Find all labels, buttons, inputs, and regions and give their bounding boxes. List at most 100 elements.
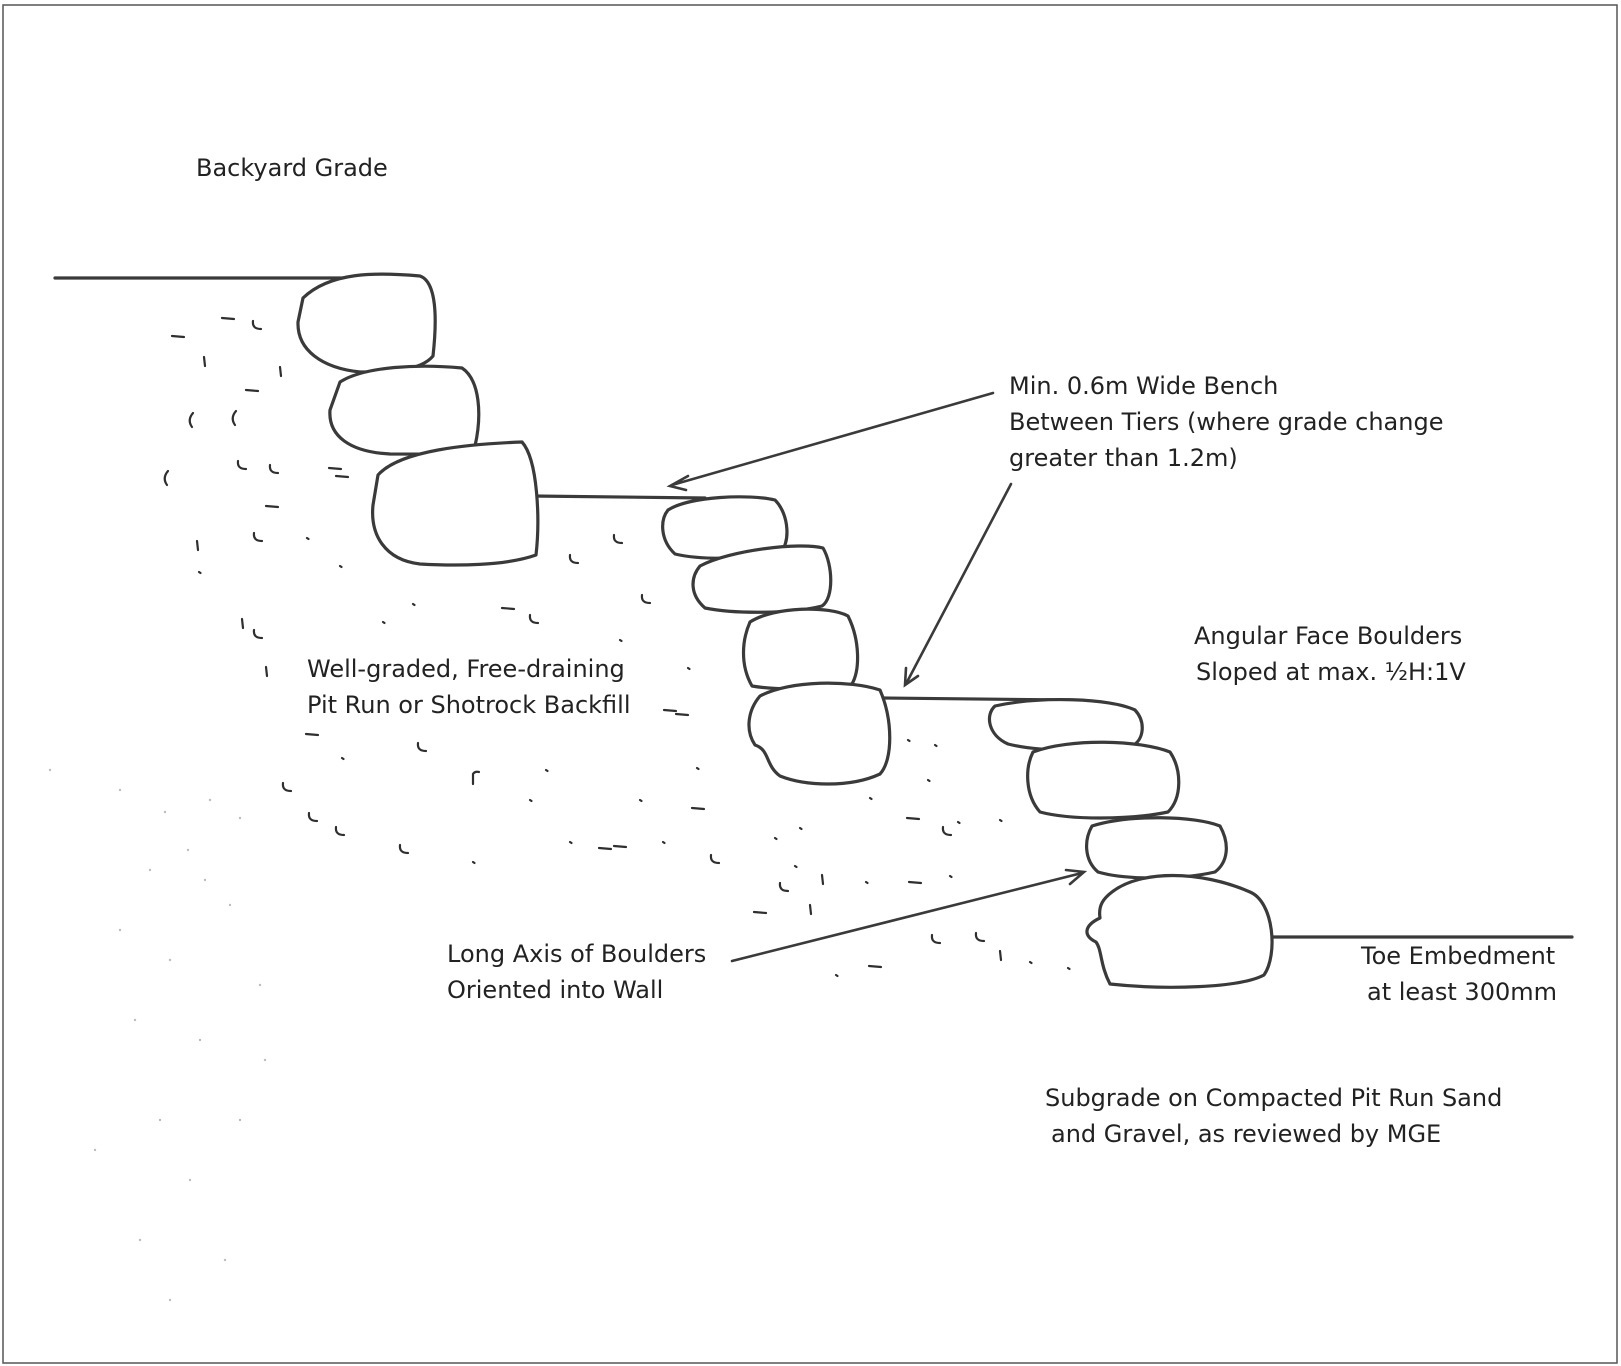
backfill-speck xyxy=(197,570,202,575)
scan-noise-dot xyxy=(198,1038,202,1042)
label-bench-line3: greater than 1.2m) xyxy=(1009,444,1238,472)
label-bench: Min. 0.6m Wide Bench Between Tiers (wher… xyxy=(1009,372,1443,472)
backfill-speck xyxy=(773,836,778,841)
scan-noise-dot xyxy=(228,903,232,907)
backfill-speck xyxy=(690,806,706,811)
backfill-speck xyxy=(709,853,721,865)
backfill-speck xyxy=(926,778,931,783)
backfill-speck xyxy=(686,666,691,671)
label-face-line1: Angular Face Boulders xyxy=(1194,622,1462,650)
backfill-speck xyxy=(778,881,790,893)
scan-noise-dot xyxy=(258,983,262,987)
boulder xyxy=(296,272,437,374)
label-bench-line1: Min. 0.6m Wide Bench xyxy=(1009,372,1278,400)
label-subgrade-line2: and Gravel, as reviewed by MGE xyxy=(1051,1120,1441,1148)
scan-noise-dot xyxy=(138,1238,142,1242)
boulder xyxy=(371,440,540,567)
backfill-speck xyxy=(941,825,953,837)
backfill-speck xyxy=(695,766,700,771)
backfill-speck xyxy=(170,334,186,339)
scan-noise-dot xyxy=(238,1118,242,1122)
backfill-speck xyxy=(808,903,813,916)
backfill-speck xyxy=(471,770,481,786)
backfill-speck xyxy=(236,459,248,471)
backfill-speck xyxy=(864,880,869,885)
backfill-speck xyxy=(568,840,573,845)
upper-tier xyxy=(296,272,540,567)
backfill-speck xyxy=(471,860,476,865)
page-frame xyxy=(2,4,1618,1364)
long-axis-arrow xyxy=(730,868,1088,963)
backfill-speck xyxy=(640,593,652,605)
backfill-speck xyxy=(618,638,623,643)
scan-noise-dot xyxy=(208,798,212,802)
scan-noise-dot xyxy=(188,1178,192,1182)
backfill-speck xyxy=(252,531,264,543)
backfill-speck xyxy=(568,553,580,565)
backfill-speck xyxy=(752,910,768,915)
label-backfill-line2: Pit Run or Shotrock Backfill xyxy=(307,691,630,719)
label-axis-line2: Oriented into Wall xyxy=(447,976,663,1004)
boulder xyxy=(741,607,860,691)
backfill-speck xyxy=(398,843,410,855)
label-backfill-line1: Well-graded, Free-draining xyxy=(307,655,625,683)
backfill-speck xyxy=(998,949,1003,962)
backfill-speck xyxy=(528,798,533,803)
scan-noise-dot xyxy=(168,958,172,962)
backfill-speck xyxy=(240,617,245,630)
scan-noise-dot xyxy=(168,1298,172,1302)
backfill-speck xyxy=(868,796,873,801)
backfill-speck xyxy=(930,933,942,945)
backfill-speck xyxy=(597,846,613,851)
label-face-line2: Sloped at max. ½H:1V xyxy=(1196,658,1466,686)
boulder xyxy=(691,544,833,614)
scan-noise-dot xyxy=(93,1148,97,1152)
backfill-speck xyxy=(278,365,283,378)
backfill-speck xyxy=(1028,960,1033,965)
scan-noise-dot xyxy=(223,1258,227,1262)
backfill-speck xyxy=(307,811,319,823)
bench-arrow-1 xyxy=(666,391,995,492)
backfill-speck xyxy=(304,732,320,737)
label-subgrade: Subgrade on Compacted Pit Run Sand and G… xyxy=(1045,1084,1502,1148)
boulder xyxy=(1026,740,1181,820)
backfill-speck xyxy=(834,973,839,978)
backfill-speck xyxy=(251,319,263,331)
backfill-speck xyxy=(220,316,236,321)
backfill-speck xyxy=(798,826,803,831)
scan-noise-dot xyxy=(203,878,207,882)
scan-noise-dot xyxy=(118,928,122,932)
backfill-speck xyxy=(661,840,666,845)
middle-tier xyxy=(661,495,892,786)
scan-noise-dot xyxy=(133,1018,137,1022)
backfill-speck xyxy=(411,602,416,607)
label-face-boulders: Angular Face Boulders Sloped at max. ½H:… xyxy=(1194,622,1466,686)
backfill-speck xyxy=(338,564,343,569)
boulder xyxy=(328,364,481,456)
backfill-speck xyxy=(674,712,690,717)
label-backfill: Well-graded, Free-draining Pit Run or Sh… xyxy=(307,655,630,719)
backfill-speck xyxy=(612,844,628,849)
backfill-speck xyxy=(334,825,346,837)
label-subgrade-line1: Subgrade on Compacted Pit Run Sand xyxy=(1045,1084,1502,1112)
backfill-speck xyxy=(340,756,345,761)
label-axis-line1: Long Axis of Boulders xyxy=(447,940,706,968)
backfill-speck xyxy=(264,504,280,509)
backfill-speck xyxy=(381,620,386,625)
backfill-speck xyxy=(327,466,343,471)
scan-noise-dot xyxy=(186,848,190,852)
backfill-speck xyxy=(268,463,280,475)
label-toe-embedment: Toe Embedment at least 300mm xyxy=(1360,942,1557,1006)
label-backyard-grade: Backyard Grade xyxy=(196,154,388,182)
backfill-speck xyxy=(933,743,938,748)
backfill-speck xyxy=(948,874,953,879)
backfill-speck xyxy=(202,355,207,368)
backfill-speck xyxy=(163,469,170,487)
label-long-axis: Long Axis of Boulders Oriented into Wall xyxy=(447,940,706,1004)
backfill-speck xyxy=(305,536,310,541)
backfill-speck xyxy=(638,798,643,803)
backfill-speck xyxy=(662,708,678,713)
backfill-speck xyxy=(905,816,921,821)
backfill-speck xyxy=(974,931,986,943)
